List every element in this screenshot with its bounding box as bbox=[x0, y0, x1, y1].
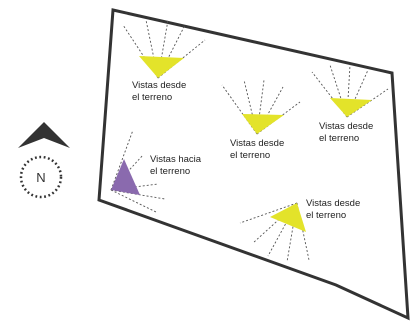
view-label-2: Vistas desde el terreno bbox=[230, 138, 287, 161]
site-boundary bbox=[97, 8, 410, 321]
view-label-3: Vistas desde el terreno bbox=[319, 121, 376, 144]
north-arrow-icon: N bbox=[18, 122, 70, 199]
north-label: N bbox=[36, 170, 45, 185]
view-fan-1 bbox=[139, 56, 184, 78]
view-fan-5 bbox=[270, 203, 306, 232]
view-cone-5: Vistas desde el terreno bbox=[239, 198, 363, 263]
view-cone-2: Vistas desde el terreno bbox=[221, 79, 301, 161]
view-cone-1: Vistas desde el terreno bbox=[122, 19, 206, 103]
view-label-4: Vistas hacia el terreno bbox=[150, 154, 204, 177]
view-fan-2 bbox=[242, 114, 284, 134]
view-cone-4: Vistas hacia el terreno bbox=[110, 129, 204, 213]
view-label-1: Vistas desde el terreno bbox=[132, 80, 189, 103]
view-label-5: Vistas desde el terreno bbox=[306, 198, 363, 221]
view-fan-3 bbox=[330, 98, 372, 117]
view-cone-3: Vistas desde el terreno bbox=[311, 64, 389, 144]
view-fan-4 bbox=[111, 159, 140, 195]
